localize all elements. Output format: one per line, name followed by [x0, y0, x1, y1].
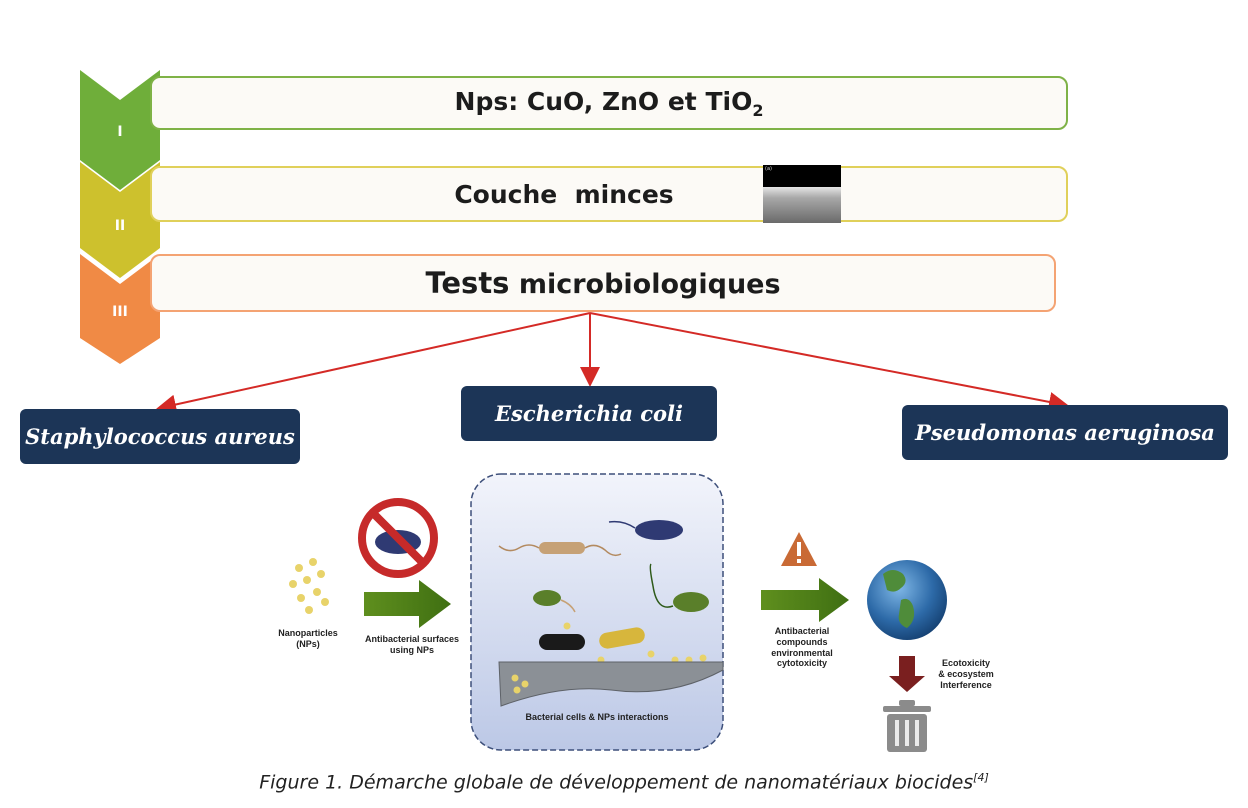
- bacteria-illustrations: [498, 520, 709, 664]
- warning-icon: [781, 532, 817, 566]
- branch-arrows: [156, 312, 1069, 415]
- green-arrow-1: [364, 580, 451, 628]
- no-entry-icon: [358, 498, 438, 578]
- trash-bin-icon: [883, 700, 931, 752]
- step-2-bar: Couche minces: [150, 166, 1068, 222]
- step-3-label: Tests microbiologiques: [425, 266, 780, 300]
- green-arrow-2: [761, 578, 849, 622]
- bacteria-box-pseudomonas: Pseudomonas aeruginosa: [902, 405, 1228, 460]
- nanoparticle-dots: [289, 558, 329, 614]
- step-1-bar: Nps: CuO, ZnO et TiO2: [150, 76, 1068, 130]
- step-3-label-rest: microbiologiques: [509, 269, 781, 300]
- step-1-numeral: I: [117, 124, 122, 140]
- nanoparticles-label: Nanoparticles (NPs): [278, 628, 338, 649]
- chevron-column: I II III: [80, 70, 160, 364]
- inner-figure: Nanoparticles (NPs) Antibacterial surfac…: [271, 470, 994, 756]
- chevron-step-1: [80, 70, 160, 190]
- step-2-numeral: II: [115, 218, 125, 234]
- antibacterial-surfaces-label: Antibacterial surfaces using NPs: [364, 634, 460, 655]
- chevron-step-2: [80, 162, 160, 278]
- chevron-step-3: [80, 254, 160, 364]
- figure-caption: Figure 1. Démarche globale de développem…: [0, 771, 1248, 793]
- down-arrow: [889, 656, 925, 692]
- caption-reference: [4]: [973, 771, 989, 784]
- sem-thin-film-image: (a): [763, 165, 841, 223]
- interaction-panel: [470, 473, 724, 751]
- arrow-to-pseudomonas: [589, 312, 1069, 412]
- arrow-to-staphylococcus: [156, 312, 591, 415]
- step-2-label: Couche minces: [454, 179, 674, 209]
- step-3-bar: Tests microbiologiques: [150, 254, 1056, 312]
- caption-text: Figure 1. Démarche globale de développem…: [259, 771, 974, 794]
- inner-figure-graphics: [289, 473, 947, 752]
- bacteria-box-staphylococcus: Staphylococcus aureus: [20, 409, 300, 464]
- surface-nanoparticles: [511, 674, 529, 694]
- interaction-label: Bacterial cells & NPs interactions: [525, 712, 669, 722]
- bacteria-box-escherichia: Escherichia coli: [461, 386, 717, 441]
- step-1-label: Nps: CuO, ZnO et TiO2: [455, 87, 764, 120]
- step-3-numeral: III: [112, 304, 128, 320]
- antibacterial-surface: [498, 661, 724, 707]
- step-1-label-sub: 2: [752, 100, 764, 120]
- step-3-label-strong: Tests: [425, 266, 510, 300]
- ecotoxicity-label: Ecotoxicity & ecosystem Interference: [938, 658, 994, 690]
- compounds-label: Antibacterial compounds environmental cy…: [771, 626, 833, 669]
- step-1-label-main: Nps: CuO, ZnO et TiO: [454, 86, 753, 116]
